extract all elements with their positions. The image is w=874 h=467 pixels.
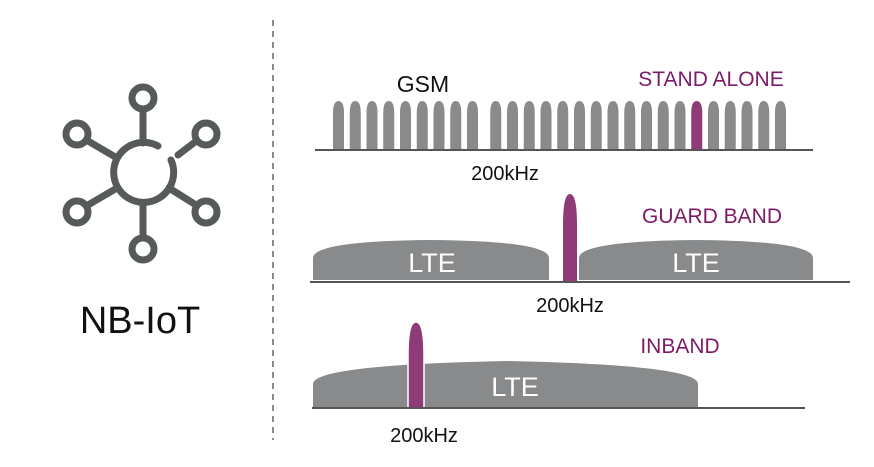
- nbiot-standalone-carrier: [691, 101, 703, 150]
- gsm-carrier: [490, 101, 502, 150]
- standalone-bandwidth-label: 200kHz: [471, 163, 539, 185]
- guard-band-bandwidth-label: 200kHz: [536, 295, 604, 317]
- gsm-carrier: [333, 101, 344, 150]
- gsm-carrier: [641, 101, 652, 150]
- standalone-mode-label: STAND ALONE: [638, 68, 783, 91]
- gsm-carrier: [741, 101, 753, 150]
- lte-right-label: LTE: [672, 248, 720, 278]
- gsm-carriers: [333, 101, 786, 150]
- gsm-carrier: [775, 101, 786, 150]
- gsm-carrier: [507, 101, 518, 150]
- gsm-carrier: [467, 101, 478, 150]
- gsm-carrier: [708, 101, 719, 150]
- gsm-carrier: [349, 101, 361, 150]
- gsm-carrier: [540, 101, 552, 150]
- gsm-carrier: [758, 101, 770, 150]
- gsm-carrier: [624, 101, 636, 150]
- gsm-carrier: [366, 101, 378, 150]
- lte-left-label: LTE: [408, 248, 456, 278]
- gsm-carrier: [416, 101, 428, 150]
- gsm-carrier: [523, 101, 535, 150]
- inband-bandwidth-label: 200kHz: [390, 425, 458, 447]
- gsm-carrier: [400, 101, 411, 150]
- gsm-carrier: [590, 101, 602, 150]
- lte-inband-label: LTE: [491, 372, 539, 402]
- gsm-carrier: [657, 101, 669, 150]
- nb-iot-title: NB-IoT: [80, 300, 200, 342]
- gsm-carrier: [450, 101, 462, 150]
- lte-carrier-right: [579, 240, 813, 280]
- gsm-label: GSM: [397, 71, 449, 97]
- gsm-carrier: [383, 101, 395, 150]
- gsm-carrier: [557, 101, 569, 150]
- nbiot-guard-band-carrier: [563, 194, 577, 281]
- gsm-carrier: [433, 101, 445, 150]
- guard-band-mode-label: GUARD BAND: [642, 205, 782, 228]
- inband-mode-label: INBAND: [640, 335, 719, 358]
- nbiot-inband-carrier: [407, 321, 425, 409]
- gsm-carrier: [674, 101, 686, 150]
- network-hub-icon: [62, 83, 221, 264]
- gsm-carrier: [574, 101, 585, 150]
- gsm-carrier: [724, 101, 736, 150]
- lte-carrier-left: [313, 240, 549, 280]
- gsm-carrier: [607, 101, 619, 150]
